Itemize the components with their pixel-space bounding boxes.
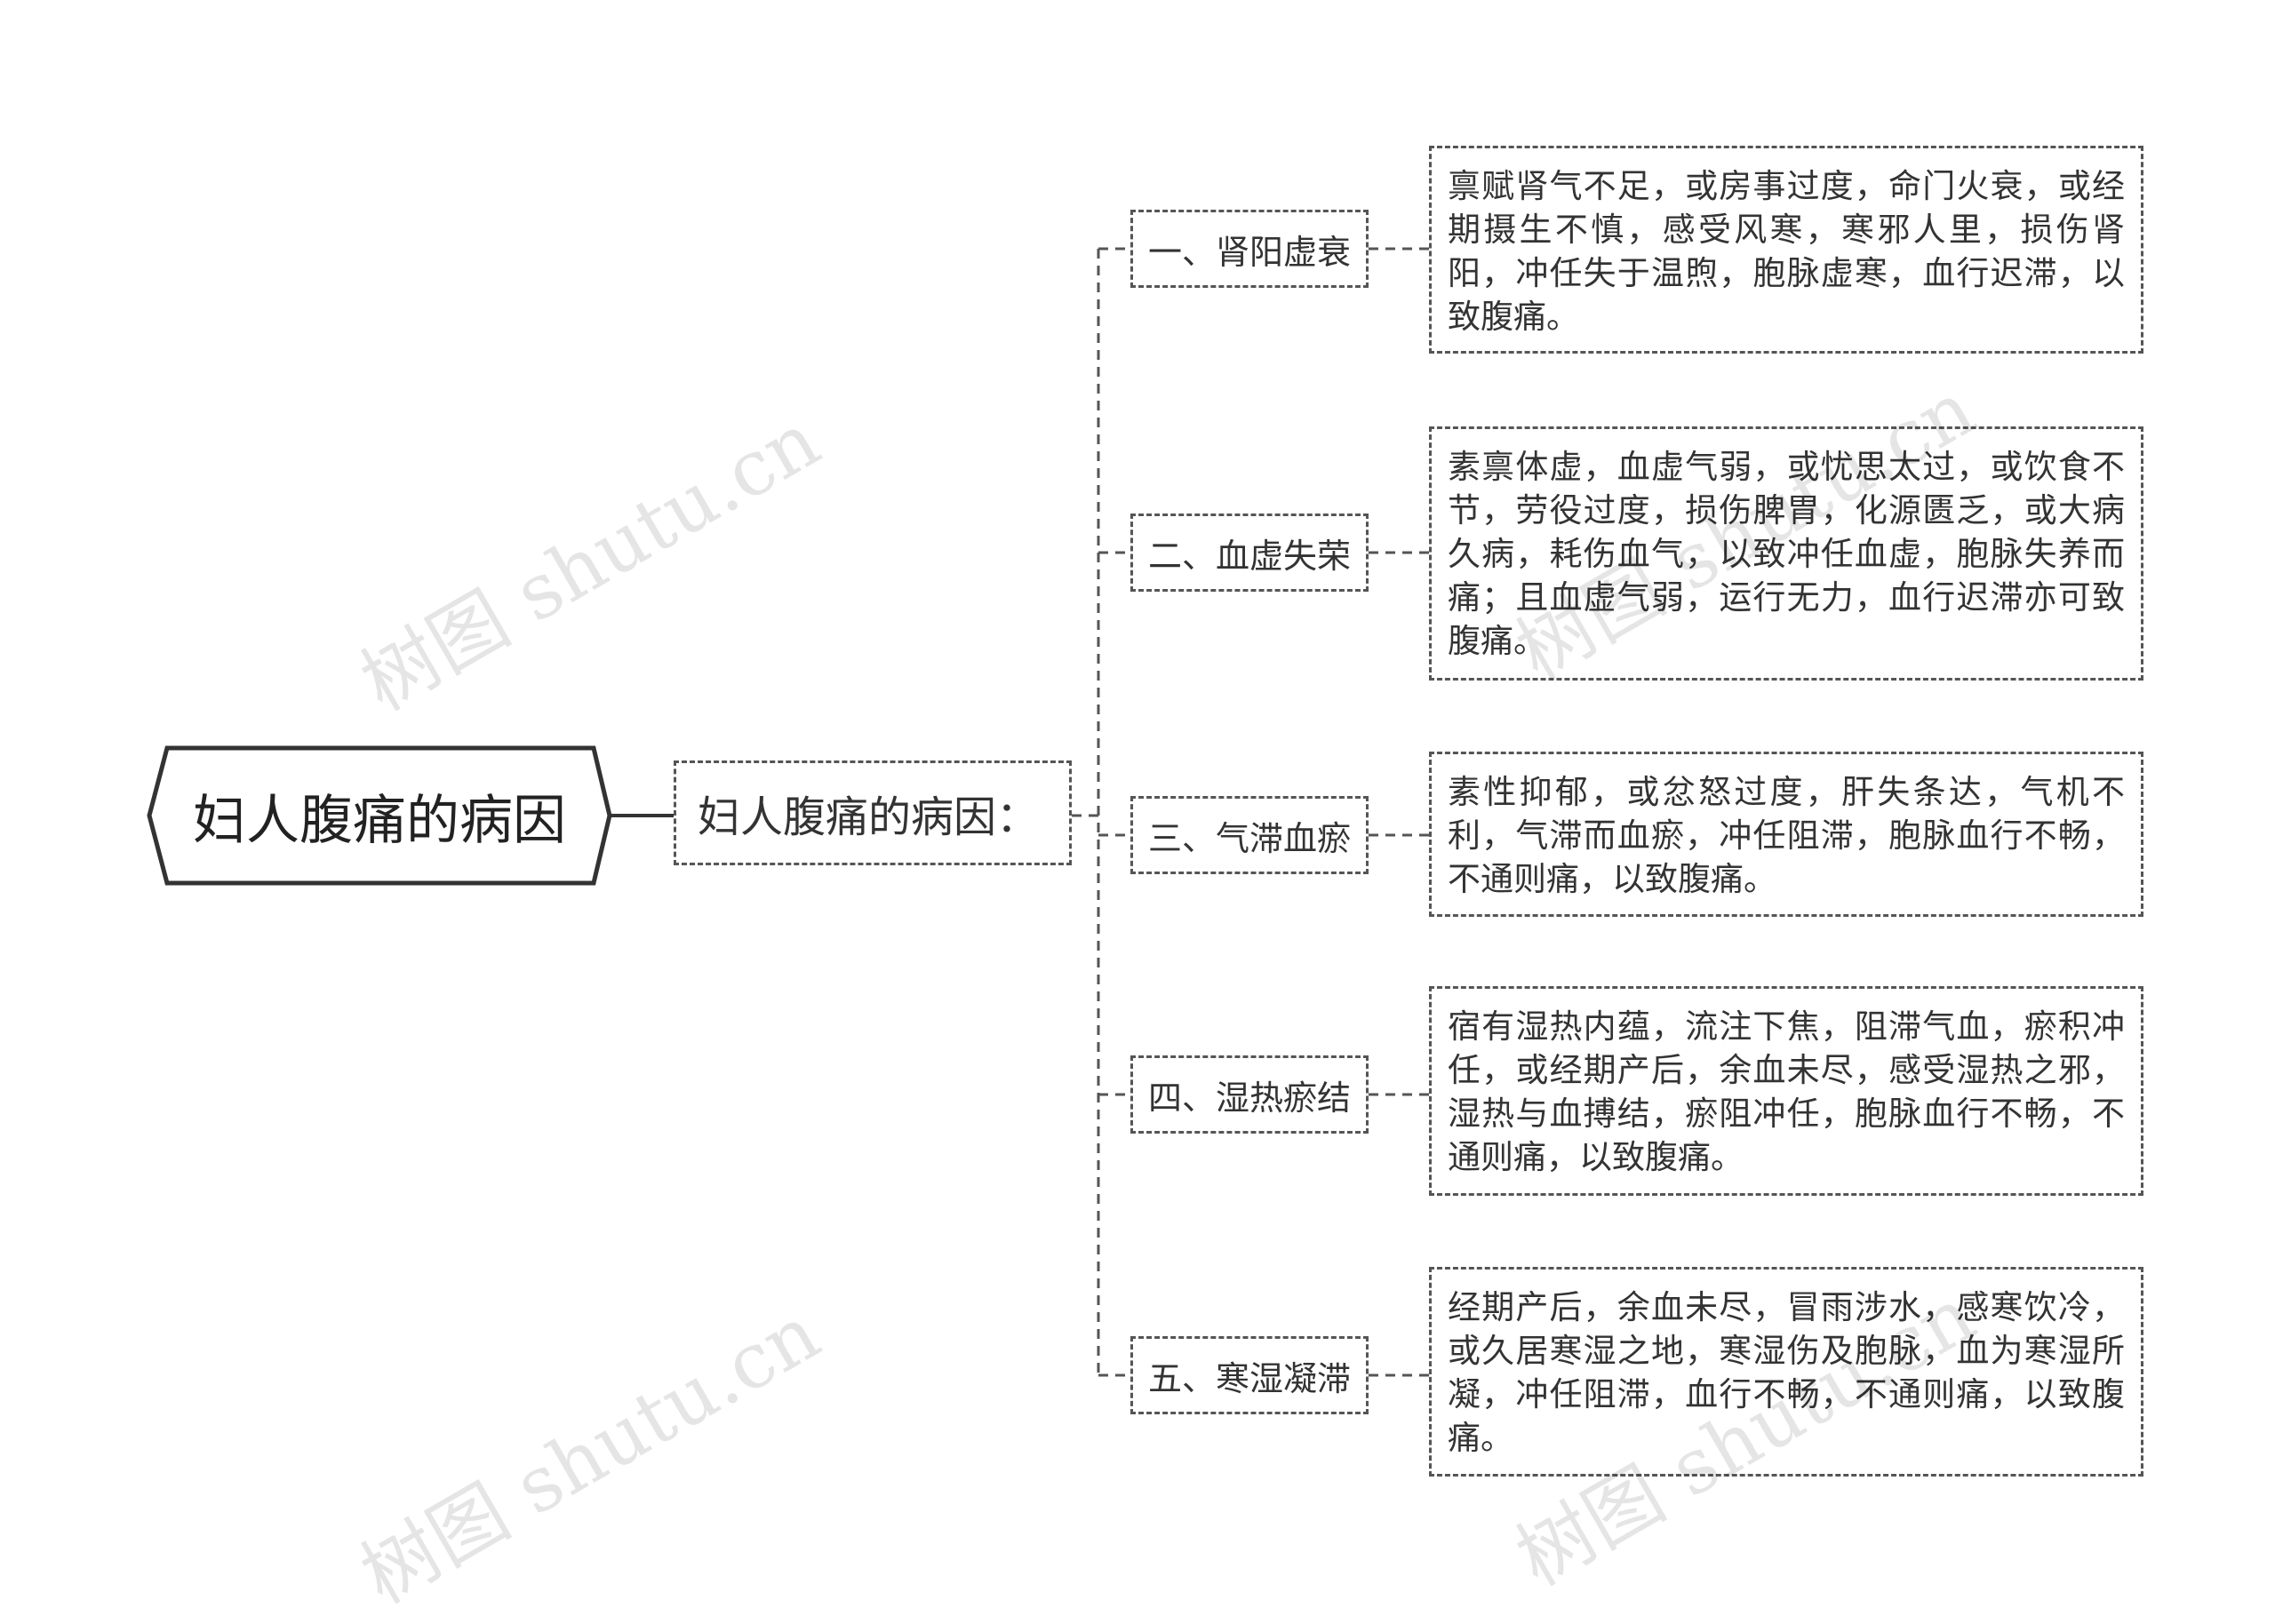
cause-description-2[interactable]: 素禀体虚，血虚气弱，或忧思太过，或饮食不节，劳役过度，损伤脾胃，化源匮乏，或大病… xyxy=(1429,426,2143,681)
subtitle-node-label: 妇人腹痛的病因： xyxy=(698,792,1040,842)
cause-description-text: 经期产后，余血未尽，冒雨涉水，感寒饮冷，或久居寒湿之地，寒湿伤及胞脉，血为寒湿所… xyxy=(1448,1288,2125,1457)
cause-description-5[interactable]: 经期产后，余血未尽，冒雨涉水，感寒饮冷，或久居寒湿之地，寒湿伤及胞脉，血为寒湿所… xyxy=(1429,1267,2143,1477)
cause-description-text: 宿有湿热内蕴，流注下焦，阻滞气血，瘀积冲任，或经期产后，余血未尽，感受湿热之邪，… xyxy=(1448,1007,2125,1176)
cause-description-text: 禀赋肾气不足，或房事过度，命门火衰，或经期摄生不慎，感受风寒，寒邪人里，损伤肾阳… xyxy=(1448,167,2125,336)
cause-node-label: 五、寒湿凝滞 xyxy=(1147,1358,1351,1398)
cause-description-1[interactable]: 禀赋肾气不足，或房事过度，命门火衰，或经期摄生不慎，感受风寒，寒邪人里，损伤肾阳… xyxy=(1429,146,2143,354)
cause-node-4[interactable]: 四、湿热瘀结 xyxy=(1130,1055,1369,1134)
cause-node-1[interactable]: 一、肾阳虚衰 xyxy=(1130,210,1369,288)
cause-description-text: 素性抑郁，或忿怒过度，肝失条达，气机不利，气滞而血瘀，冲任阻滞，胞脉血行不畅，不… xyxy=(1448,773,2125,898)
root-node[interactable]: 妇人腹痛的病因 xyxy=(149,748,610,883)
cause-node-3[interactable]: 三、气滞血瘀 xyxy=(1130,796,1369,874)
cause-node-label: 二、血虚失荣 xyxy=(1147,536,1351,576)
subtitle-node[interactable]: 妇人腹痛的病因： xyxy=(674,760,1072,865)
cause-node-5[interactable]: 五、寒湿凝滞 xyxy=(1130,1336,1369,1414)
cause-node-2[interactable]: 二、血虚失荣 xyxy=(1130,513,1369,592)
cause-description-4[interactable]: 宿有湿热内蕴，流注下焦，阻滞气血，瘀积冲任，或经期产后，余血未尽，感受湿热之邪，… xyxy=(1429,986,2143,1196)
cause-node-label: 三、气滞血瘀 xyxy=(1147,818,1351,858)
cause-node-label: 一、肾阳虚衰 xyxy=(1147,232,1351,272)
cause-description-3[interactable]: 素性抑郁，或忿怒过度，肝失条达，气机不利，气滞而血瘀，冲任阻滞，胞脉血行不畅，不… xyxy=(1429,752,2143,917)
root-node-label: 妇人腹痛的病因 xyxy=(193,789,566,852)
root-node-shape xyxy=(147,745,612,886)
cause-description-text: 素禀体虚，血虚气弱，或忧思太过，或饮食不节，劳役过度，损伤脾胃，化源匮乏，或大病… xyxy=(1448,448,2125,660)
cause-node-label: 四、湿热瘀结 xyxy=(1147,1078,1351,1118)
